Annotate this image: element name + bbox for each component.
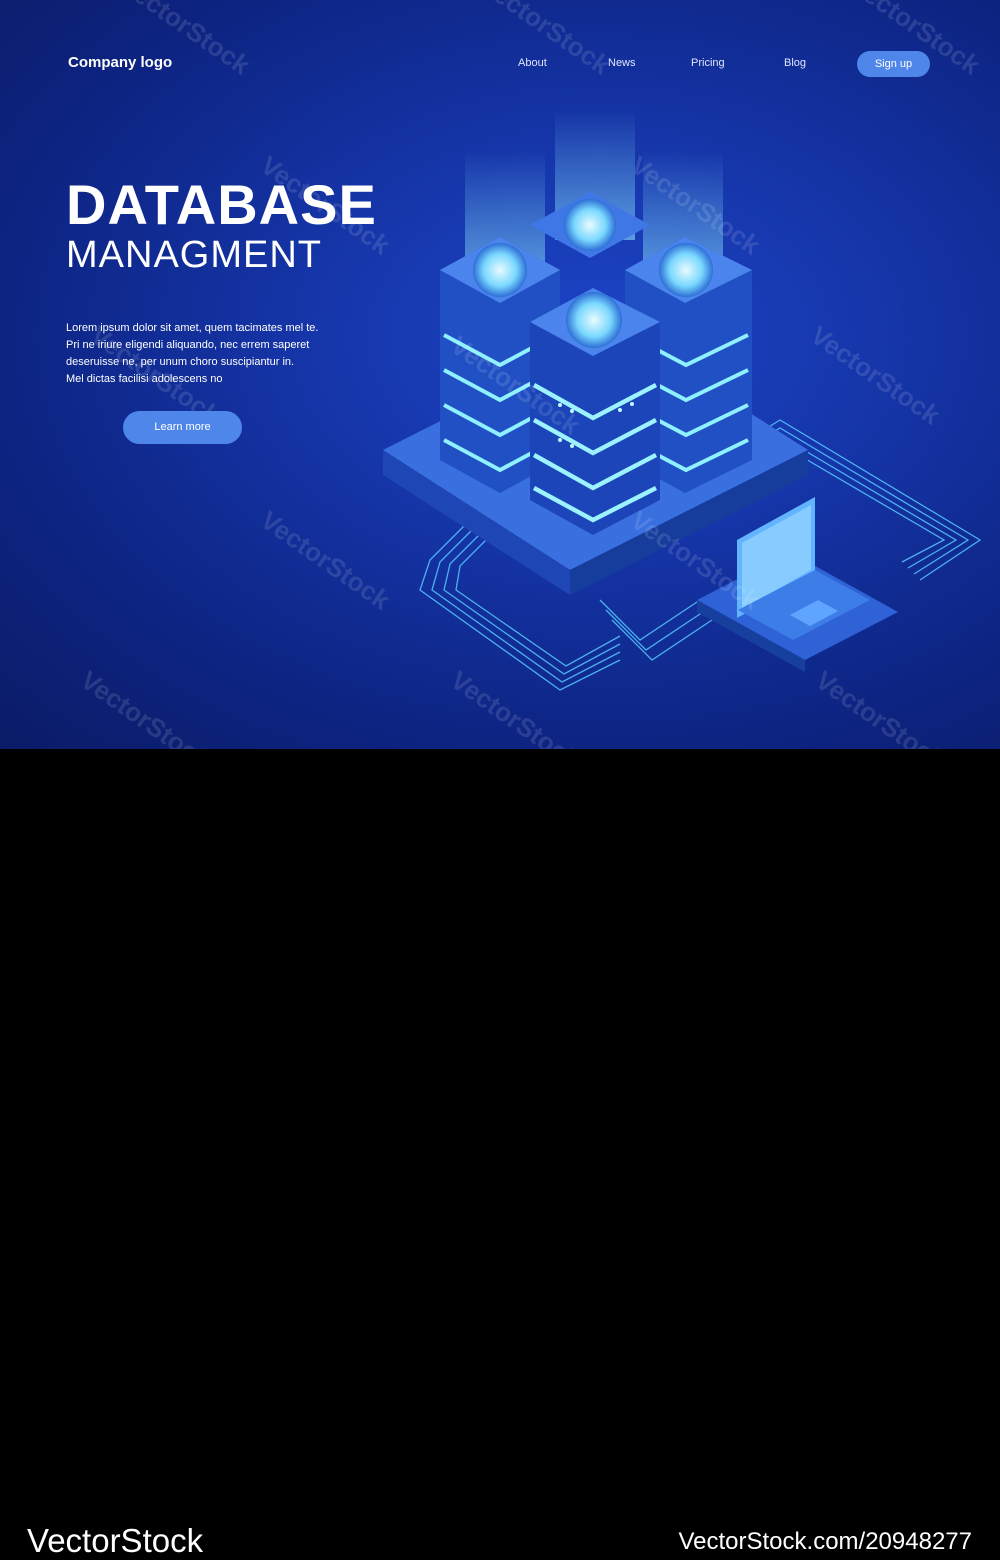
top-nav: Company logo About News Pricing Blog Sig… xyxy=(0,0,1000,120)
platform-right xyxy=(570,450,808,595)
watermark-footer: VectorStock VectorStock.com/20948277 xyxy=(0,749,1000,1559)
hero-description-line: Mel dictas facilisi adolescens no xyxy=(66,373,223,385)
server-left xyxy=(440,237,560,493)
footer-image-id: VectorStock.com/20948277 xyxy=(678,1528,972,1555)
nav-link-news[interactable]: News xyxy=(608,57,636,69)
learn-more-button[interactable]: Learn more xyxy=(123,411,242,444)
nav-link-about[interactable]: About xyxy=(518,57,547,69)
hero-section: VectorStock VectorStock VectorStock Vect… xyxy=(0,0,1000,749)
hero-title: DATABASE xyxy=(66,173,377,236)
company-logo[interactable]: Company logo xyxy=(68,54,173,71)
server-back xyxy=(530,192,650,258)
server-illustration xyxy=(383,110,982,691)
hero-description-line: Pri ne iriure eligendi aliquando, nec er… xyxy=(66,339,310,351)
nav-link-blog[interactable]: Blog xyxy=(784,57,807,69)
nav-link-pricing[interactable]: Pricing xyxy=(691,57,725,69)
laptop xyxy=(697,497,898,672)
hero-description-line: deseruisse ne, per unum choro suscipiant… xyxy=(66,356,295,368)
footer-brand: VectorStock xyxy=(27,1522,204,1559)
server-front xyxy=(530,288,660,535)
hero-description-line: Lorem ipsum dolor sit amet, quem tacimat… xyxy=(66,322,319,334)
hero-subtitle: MANAGMENT xyxy=(66,234,322,276)
hero-description: Lorem ipsum dolor sit amet, quem tacimat… xyxy=(66,320,366,388)
platform-left xyxy=(383,450,570,595)
sign-up-button[interactable]: Sign up xyxy=(857,51,930,77)
